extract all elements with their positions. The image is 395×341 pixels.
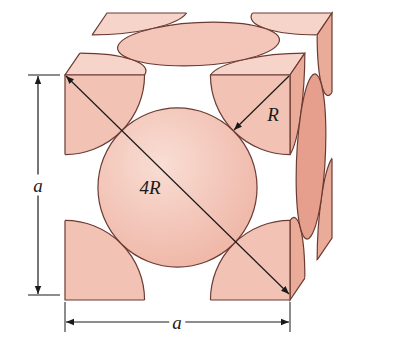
dimension-label: a [169,312,185,333]
radius-label: R [264,104,282,125]
extension-line [290,302,291,332]
face-atom [296,55,326,258]
extension-line [28,75,60,76]
diagonal-label: 4R [136,177,163,198]
cell-edge [65,75,290,300]
cell-edge [290,13,332,300]
top-face [0,0,395,97]
face-atom [104,22,293,66]
extension-line [28,295,60,296]
dimension-label: a [30,175,46,196]
face-atom [98,108,257,267]
extension-line [65,302,66,332]
radius-line [234,76,289,130]
front-face [0,0,370,341]
cell-edge [65,13,332,75]
diagonal-dimension [66,76,289,294]
